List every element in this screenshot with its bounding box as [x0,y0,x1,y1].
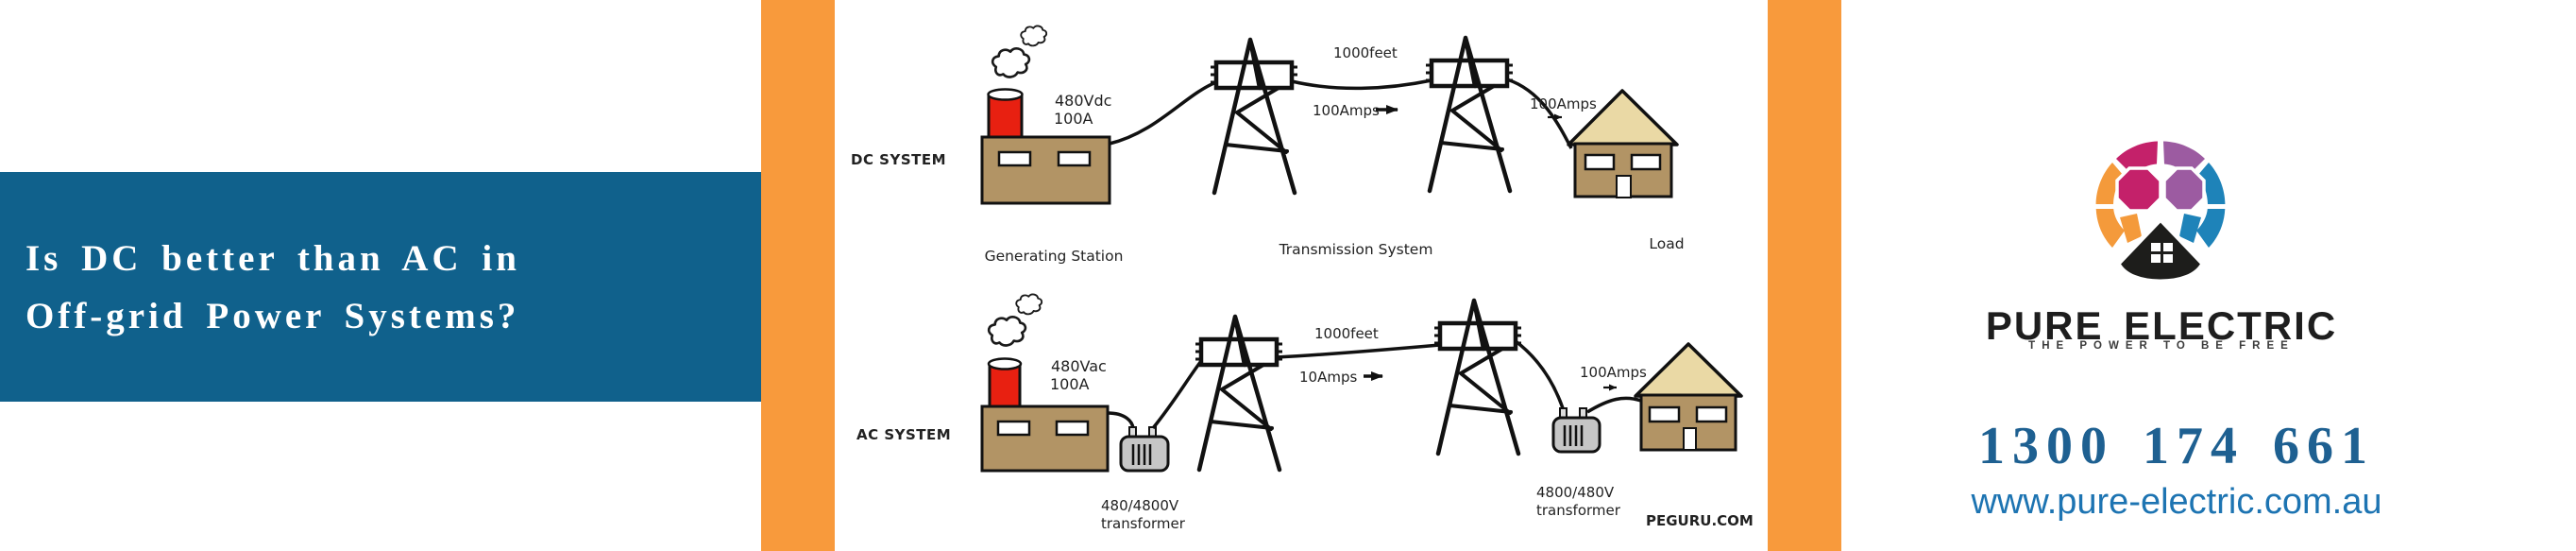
house-door [1683,427,1697,451]
dc-load-house [1567,89,1679,198]
brand-block: PURE ELECTRIC THE POWER TO BE FREE 1300 … [1844,0,2576,551]
page-title-line1: Is DC better than AC in [25,237,520,279]
wire-station-to-transformer [1107,411,1135,429]
logo-piece-blue-upper [2197,163,2226,204]
stepdown-transformer-label2: transformer [1536,502,1621,519]
wire-span [1291,78,1432,91]
house-window [1584,153,1616,171]
logo-piece-magenta-top [2116,141,2158,175]
stepup-transformer-label1: 480/4800V [1101,497,1179,514]
logo-house-window [2151,243,2173,263]
station-building [980,405,1110,473]
caption-load: Load [1649,235,1684,252]
station-window [996,420,1031,437]
logo-house-icon [2115,216,2206,284]
caption-transmission-system: Transmission System [1279,241,1433,258]
dc-line-current-label: 100Amps [1313,102,1380,119]
power-system-diagram: DC SYSTEM 480Vdc 100A 1000feet 100Amps 1… [851,25,1754,532]
dc-load-current-label: 100Amps [1530,95,1597,112]
logo-piece-blue-lower [2196,209,2226,248]
house-window [1695,405,1728,423]
transformer-coils [1131,444,1152,465]
station-window [1057,150,1092,167]
station-window [997,150,1032,167]
ac-system-label: AC SYSTEM [856,426,951,443]
dc-system-row: DC SYSTEM 480Vdc 100A 1000feet 100Amps 1… [851,25,1685,265]
ac-source-current-label: 100A [1050,375,1090,393]
dc-span-distance-label: 1000feet [1333,44,1398,61]
ac-generating-station [980,293,1110,473]
smoke-icon [1015,293,1043,316]
logo-piece-orange-lower [2095,209,2125,248]
logo-piece-orange-upper [2095,163,2124,204]
logo-mosaic [2095,141,2226,248]
stepdown-transformer [1551,407,1602,454]
wire-transformer-to-load [1586,396,1642,414]
dc-source-current-label: 100A [1054,110,1093,128]
smoke-icon [991,46,1031,78]
house-roof [1634,342,1743,398]
stepup-transformer-label2: transformer [1101,515,1186,532]
logo-piece-blue-inner [2179,214,2201,243]
stepup-transformer [1119,426,1170,473]
logo-piece-magenta-octagon [2115,166,2162,213]
dc-system-label: DC SYSTEM [851,151,946,168]
pure-electric-logo [2095,141,2226,284]
phone-number[interactable]: 1300 174 661 [1978,417,2375,475]
station-window [1055,420,1090,437]
page-title-line2: Off-grid Power Systems? [25,295,520,336]
wire-span [1276,343,1441,359]
chimney [987,93,1024,141]
watermark: PEGURU.COM [1646,512,1754,529]
transmission-tower [1426,38,1513,191]
title-box: Is DC better than AC in Off-grid Power S… [0,172,761,402]
website-link[interactable]: www.pure-electric.com.au [1971,482,2382,522]
station-building [980,135,1111,205]
ac-span-distance-label: 1000feet [1314,325,1379,342]
wire-station-to-tower [1109,80,1217,146]
logo-piece-purple-top [2163,141,2205,175]
caption-generating-station: Generating Station [985,248,1124,265]
ac-load-current-label: 100Amps [1580,364,1647,381]
brand-name: PURE ELECTRIC [1985,303,2338,348]
house-window [1648,405,1681,423]
transmission-tower [1195,317,1282,470]
right-orange-stripe [1768,0,1841,551]
brand-tagline: THE POWER TO BE FREE [2028,340,2295,352]
wire-transformer-to-tower [1151,359,1203,430]
ac-load-house [1634,342,1743,452]
chimney-top [987,88,1024,101]
ac-source-voltage-label: 480Vac [1051,357,1107,375]
wire-tower-to-load [1506,77,1573,149]
dc-source-voltage-label: 480Vdc [1055,92,1111,110]
smoke-icon [987,315,1027,347]
smoke-icon [1020,25,1048,47]
logo-piece-orange-inner [2120,214,2142,243]
transmission-tower [1434,301,1521,454]
house-door [1616,175,1632,198]
chimney-top [987,357,1023,370]
stepdown-transformer-label1: 4800/480V [1536,484,1615,501]
ac-line-current-label: 10Amps [1299,369,1357,386]
transformer-coils [1563,425,1584,446]
dc-generating-station [980,25,1111,205]
wire-tower-to-transformer [1514,339,1565,409]
ac-system-row: AC SYSTEM 480Vac 100A 480/4800V transfor [856,293,1754,532]
house-window [1630,153,1662,171]
left-orange-stripe [761,0,835,551]
transmission-tower [1211,40,1297,193]
logo-piece-purple-octagon [2162,166,2206,213]
